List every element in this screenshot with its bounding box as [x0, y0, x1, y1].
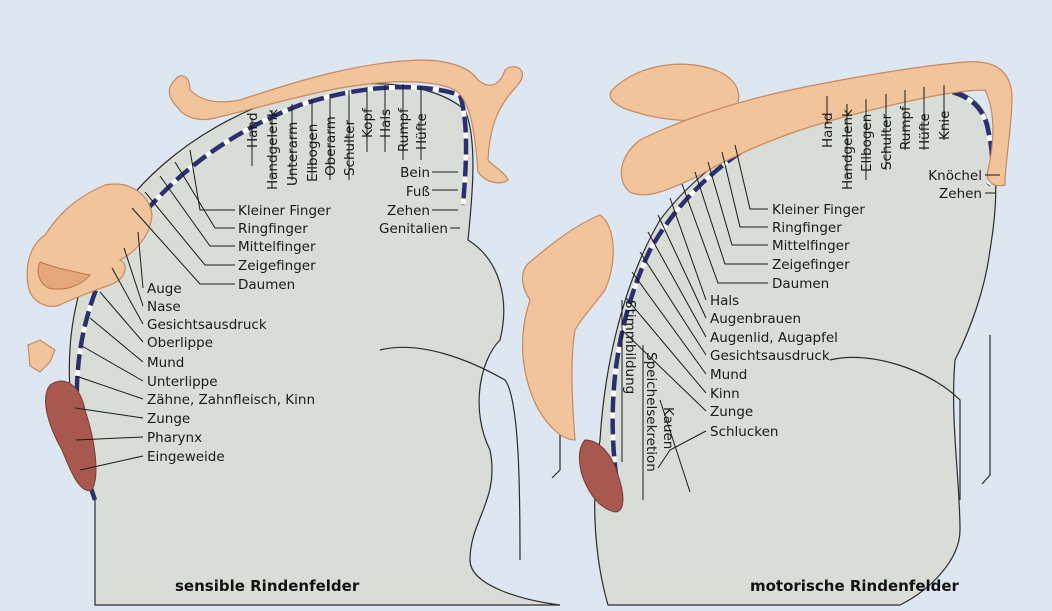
motor-label-zunge: Zunge	[710, 404, 753, 420]
motor-label-handgelenk: Handgelenk	[840, 109, 856, 190]
motor-label-mund: Mund	[710, 367, 747, 383]
motor-label-stimmbildung: Stimmbildung	[622, 300, 638, 394]
sensory-label-ringfinger: Ringfinger	[238, 221, 308, 237]
motor-label-zeigefinger: Zeigefinger	[772, 257, 850, 273]
motor-label-kleiner-finger: Kleiner Finger	[772, 202, 865, 218]
motor-label-augenbrauen: Augenbrauen	[710, 311, 801, 327]
sensory-label-fuss: Fuß	[406, 184, 430, 200]
motor-label-hals: Hals	[710, 293, 739, 309]
motor-label-knie: Knie	[937, 111, 953, 140]
motor-label-schulter: Schulter	[879, 114, 895, 170]
sensory-label-hals: Hals	[378, 109, 394, 138]
sensory-label-eingeweide: Eingeweide	[147, 449, 225, 465]
sensory-label-unterlippe: Unterlippe	[147, 374, 218, 390]
sensory-label-ellbogen: Ellbogen	[305, 124, 321, 182]
sensory-label-oberlippe: Oberlippe	[147, 335, 213, 351]
motor-label-kinn: Kinn	[710, 386, 740, 402]
sensory-label-kopf: Kopf	[360, 107, 376, 138]
sensory-label-pharynx: Pharynx	[147, 430, 202, 446]
motor-label-huefte: Hüfte	[917, 113, 933, 150]
motor-caption: motorische Rindenfelder	[750, 577, 960, 595]
motor-label-schlucken: Schlucken	[710, 424, 778, 440]
sensory-label-genitalien: Genitalien	[379, 221, 448, 237]
sensory-label-handgelenk: Handgelenk	[265, 109, 281, 190]
sensory-label-nase: Nase	[147, 299, 181, 315]
sensory-label-hand: Hand	[245, 112, 261, 148]
motor-label-knoechel: Knöchel	[928, 168, 982, 184]
sensory-label-zeigefinger: Zeigefinger	[238, 258, 316, 274]
sensory-label-zehen: Zehen	[387, 203, 430, 219]
motor-label-ringfinger: Ringfinger	[772, 220, 842, 236]
sensory-label-daumen: Daumen	[238, 277, 295, 293]
sensory-label-bein: Bein	[400, 165, 430, 181]
sensory-caption: sensible Rindenfelder	[175, 577, 360, 595]
sensory-label-kleiner-finger: Kleiner Finger	[238, 203, 331, 219]
motor-label-kauen: Kauen	[660, 407, 676, 449]
sensory-label-auge: Auge	[147, 281, 182, 297]
motor-label-ellbogen: Ellbogen	[859, 114, 875, 172]
sensory-label-schulter: Schulter	[342, 120, 358, 176]
sensory-label-huefte: Hüfte	[414, 113, 430, 150]
sensory-label-zunge: Zunge	[147, 411, 190, 427]
sensory-label-rumpf: Rumpf	[396, 107, 412, 152]
motor-label-rumpf: Rumpf	[898, 105, 914, 150]
sensory-label-mittelfinger: Mittelfinger	[238, 239, 316, 255]
motor-label-zehen: Zehen	[939, 186, 982, 202]
motor-label-daumen: Daumen	[772, 276, 829, 292]
motor-label-mittelfinger: Mittelfinger	[772, 238, 850, 254]
motor-label-gesichtsausdruck: Gesichtsausdruck	[710, 348, 830, 364]
sensory-label-oberarm: Oberarm	[323, 116, 339, 176]
sensory-label-unterarm: Unterarm	[285, 122, 301, 186]
sensory-label-mund: Mund	[147, 355, 184, 371]
sensory-label-gesichtsausdruck: Gesichtsausdruck	[147, 317, 267, 333]
sensory-label-zaehne: Zähne, Zahnfleisch, Kinn	[147, 392, 315, 408]
motor-label-speichelsekretion: Speichelsekretion	[643, 352, 659, 472]
motor-label-hand: Hand	[820, 112, 836, 148]
motor-label-augenlid: Augenlid, Augapfel	[710, 330, 838, 346]
